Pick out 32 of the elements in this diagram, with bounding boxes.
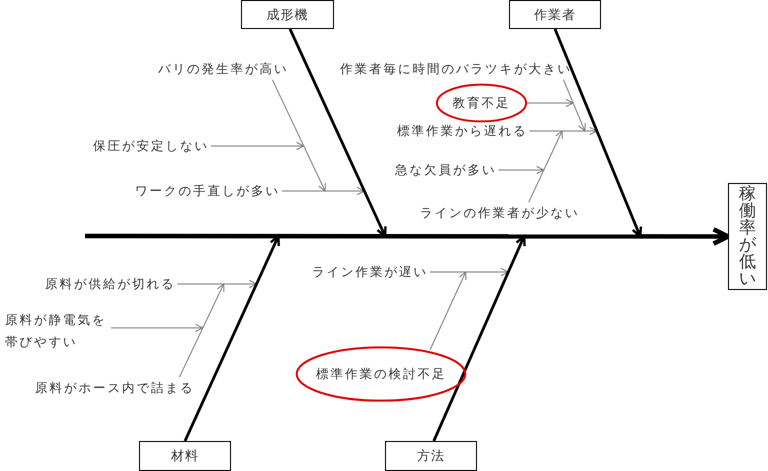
arrow bbox=[178, 283, 224, 378]
cause-text: 教育不足 bbox=[452, 94, 510, 112]
arrow bbox=[526, 98, 574, 108]
cause-text: ワークの手直しが多い bbox=[135, 182, 280, 200]
cause-text: 原料がホース内で詰まる bbox=[35, 379, 194, 397]
category-box: 方法 bbox=[385, 441, 477, 471]
cause-text: ライン作業が遅い bbox=[312, 263, 428, 281]
cause-text: 作業者毎に時間のバラツキが大きい bbox=[340, 60, 572, 78]
cause-text: 急な欠員が多い bbox=[395, 161, 496, 179]
arrow bbox=[430, 268, 509, 276]
effect-box: 稼働率が低い bbox=[728, 183, 767, 290]
cause-text: 標準作業の検討不足 bbox=[316, 365, 446, 383]
cause-text: 標準作業から遅れる bbox=[397, 122, 528, 140]
arrow bbox=[430, 271, 466, 350]
arrow bbox=[210, 142, 304, 150]
category-box: 材料 bbox=[139, 441, 231, 471]
arrow bbox=[529, 126, 598, 136]
cause-text: バリの発生率が高い bbox=[158, 60, 288, 78]
cause-text: 原料が静電気を帯びやすい bbox=[5, 309, 109, 353]
cause-text: 原料が供給が切れる bbox=[45, 275, 176, 293]
cause-text: ラインの作業者が少ない bbox=[420, 204, 580, 222]
arrow bbox=[282, 186, 365, 196]
arrow bbox=[110, 324, 204, 332]
arrow bbox=[177, 280, 258, 288]
spine-arrow bbox=[85, 226, 730, 246]
arrow bbox=[498, 166, 544, 174]
cause-text: 保圧が安定しない bbox=[93, 137, 209, 155]
category-box: 成形機 bbox=[241, 0, 334, 29]
arrow bbox=[272, 79, 326, 192]
arrow bbox=[528, 130, 563, 203]
arrow bbox=[563, 79, 586, 132]
category-box: 作業者 bbox=[509, 0, 601, 29]
